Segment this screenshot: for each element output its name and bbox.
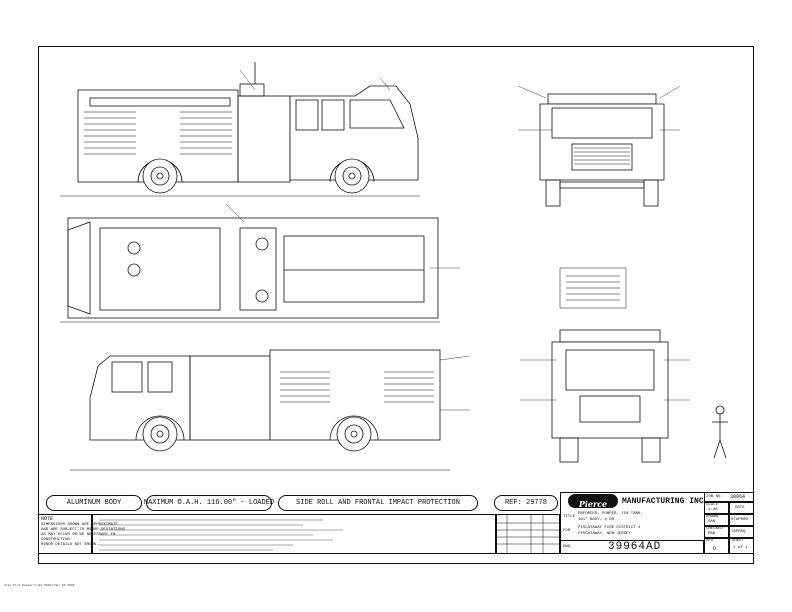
protection-banner: SIDE ROLL AND FRONTAL IMPACT PROTECTION	[278, 495, 478, 511]
checked-date: TAPR09	[731, 530, 746, 534]
drawn-date-cell	[729, 514, 754, 526]
drawing-number: 39964AD	[608, 541, 662, 553]
sheet-value: 1 of 1	[733, 546, 748, 550]
drawn-cell	[704, 514, 729, 526]
title-label: TITLE	[563, 515, 576, 519]
for-line: PISCATAWAY FIRE DISTRICT 4	[578, 526, 641, 530]
revision-log-grid	[497, 515, 559, 553]
checked-date-cell	[729, 526, 754, 538]
drawn-label: DRAWN	[706, 515, 719, 519]
drawing-sheet-border	[38, 46, 754, 564]
note-box: NOTE DIMENSIONS SHOWN ARE APPROXIMATE AN…	[38, 514, 125, 554]
date-label: DATE	[735, 506, 745, 510]
side-view-curb	[60, 62, 420, 197]
revision-notes-lines	[99, 519, 343, 551]
drawn-date: 07APR09	[731, 518, 748, 522]
compartment-legend	[559, 267, 627, 309]
revision-log	[496, 514, 560, 554]
drawing-number-cell	[560, 540, 704, 554]
checked-value: PAB	[708, 532, 716, 536]
note-line: CONSTRUCTION.	[41, 538, 73, 542]
job-number-cell	[704, 492, 754, 502]
note-line: DIMENSIONS SHOWN ARE APPROXIMATE	[41, 523, 118, 527]
note-line: AS MAY OCCUR OR BE NECESSARY IN	[41, 533, 116, 537]
sheet-cell	[729, 538, 754, 554]
front-view	[539, 93, 665, 207]
rev-cell	[704, 538, 729, 554]
sheet-label: SHEET	[732, 539, 745, 543]
body-material-banner: ALUMINUM BODY	[46, 495, 142, 511]
drawn-value: SAN	[708, 520, 716, 524]
rear-view	[551, 329, 728, 463]
scale-label: SCALE	[706, 503, 719, 507]
date-cell	[729, 502, 754, 514]
title-line: ENFORCER, PUMPER, 750 TANK,	[578, 512, 643, 516]
reference-banner: REF: 29778	[494, 495, 558, 511]
drawing-number-label: DWG	[563, 545, 571, 549]
for-label: FOR	[563, 529, 571, 533]
job-number: 39964	[730, 494, 746, 500]
revision-notes-box	[92, 514, 496, 554]
company-name: MANUFACTURING INC.	[622, 497, 709, 506]
note-line: AND ARE SUBJECT TO MINOR DEVIATIONS	[41, 528, 126, 532]
rev-value: D	[713, 546, 717, 552]
rev-label: REV	[706, 539, 714, 543]
note-heading: NOTE	[41, 516, 54, 522]
print-footer: View Fire Research NA 39964 Mar 09 2009	[4, 583, 75, 587]
for-line: PISCATAWAY, NEW JERSEY	[578, 532, 631, 536]
svg-text:Pierce: Pierce	[578, 499, 607, 509]
scale-cell	[704, 502, 729, 514]
side-view-street	[70, 349, 450, 471]
note-line: MINOR DETAILS NOT SHOWN.	[41, 543, 99, 547]
company-logo: Pierce	[568, 494, 618, 509]
checked-label: CHECKED	[706, 527, 723, 531]
scale-value: 1:48	[708, 508, 718, 512]
checked-cell	[704, 526, 729, 538]
plan-view	[60, 217, 440, 323]
max-height-banner: MAXIMUM O.A.H. 116.00" - LOADED	[144, 495, 274, 511]
title-line: 161" BODY, 4 DR	[578, 518, 615, 522]
job-number-label: JOB NO.	[706, 495, 723, 499]
